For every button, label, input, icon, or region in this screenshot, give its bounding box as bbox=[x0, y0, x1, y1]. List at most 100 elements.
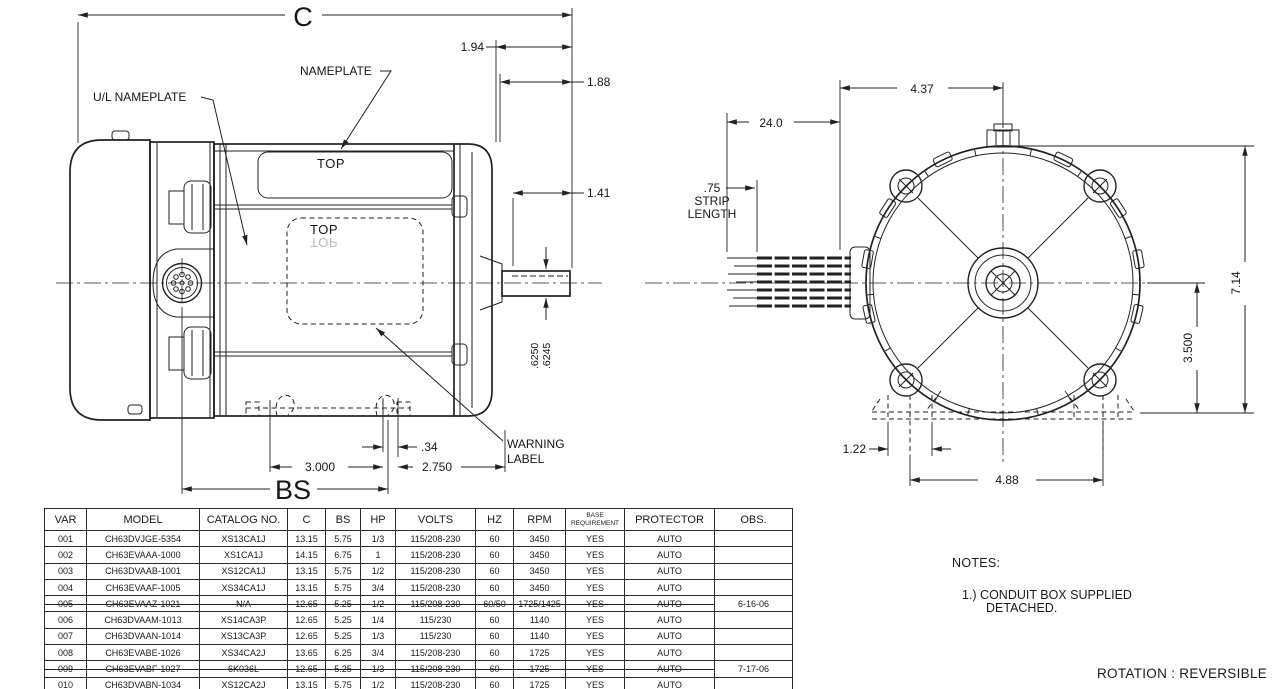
column-header: MODEL bbox=[86, 508, 200, 531]
table-cell: 5.75 bbox=[325, 578, 361, 597]
table-cell: 14.15 bbox=[287, 546, 326, 564]
table-cell: AUTO bbox=[624, 595, 715, 613]
table-cell: AUTO bbox=[624, 627, 715, 646]
table-cell: 008 bbox=[44, 644, 87, 662]
note-1-line1: 1.) CONDUIT BOX SUPPLIED bbox=[962, 588, 1132, 602]
rotation-note: ROTATION : REVERSIBLE bbox=[1097, 666, 1268, 681]
column-header: HP bbox=[360, 508, 396, 531]
table-cell: 13.15 bbox=[287, 578, 326, 597]
table-cell: CH63DVAAM-1013 bbox=[86, 611, 200, 629]
dim-1-94: 1.94 bbox=[461, 40, 485, 54]
column-header: CATALOG NO. bbox=[199, 508, 288, 531]
dim-0-34: .34 bbox=[421, 440, 438, 454]
table-cell: CH63DVAAN-1014 bbox=[86, 627, 200, 646]
table-cell: 010 bbox=[44, 676, 87, 689]
table-cell: 003 bbox=[44, 562, 87, 580]
table-cell: 115/208-230 bbox=[395, 578, 476, 597]
table-cell: YES bbox=[565, 595, 625, 613]
table-cell bbox=[714, 676, 793, 689]
table-cell: 009 bbox=[44, 660, 87, 678]
dim-c: C bbox=[293, 2, 313, 32]
nameplate-callout: NAMEPLATE bbox=[300, 64, 372, 78]
connector-plug bbox=[161, 258, 203, 308]
dim-3-000: 3.000 bbox=[305, 460, 335, 474]
dim-1-41: 1.41 bbox=[587, 186, 611, 200]
table-cell bbox=[714, 562, 793, 580]
table-cell: 1 bbox=[360, 546, 396, 564]
dim-3-500: 3.500 bbox=[1181, 333, 1195, 363]
column-header: VAR bbox=[44, 508, 87, 531]
table-cell: 60 bbox=[475, 546, 514, 564]
dim-1-88: 1.88 bbox=[587, 75, 611, 89]
column-header: BS bbox=[325, 508, 361, 531]
motor-face-outline bbox=[865, 145, 1141, 421]
table-cell: AUTO bbox=[624, 660, 715, 678]
table-cell: 7-17-06 bbox=[714, 660, 793, 678]
table-cell: 12.65 bbox=[287, 627, 326, 646]
table-cell: 5.75 bbox=[325, 529, 361, 548]
table-cell: 13.15 bbox=[287, 676, 326, 689]
table-cell: 1/4 bbox=[360, 611, 396, 629]
strip-label-line2: LENGTH bbox=[688, 207, 737, 221]
dim-strip-value: .75 bbox=[704, 181, 721, 195]
table-cell: AUTO bbox=[624, 546, 715, 564]
column-header: PROTECTOR bbox=[624, 508, 715, 531]
front-base bbox=[871, 390, 1135, 456]
table-cell bbox=[714, 627, 793, 646]
table-cell: 13.15 bbox=[287, 529, 326, 548]
note-1-line2: DETACHED. bbox=[986, 601, 1058, 615]
table-cell: 1/2 bbox=[360, 676, 396, 689]
table-cell: AUTO bbox=[624, 578, 715, 597]
table-cell: 60 bbox=[475, 611, 514, 629]
table-cell bbox=[714, 644, 793, 662]
table-cell: XS34CA2J bbox=[199, 644, 288, 662]
table-cell: XS12CA1J bbox=[199, 562, 288, 580]
table-cell: 1725 bbox=[513, 660, 566, 678]
table-cell: 6.25 bbox=[325, 644, 361, 662]
strip-label-line1: STRIP bbox=[694, 194, 729, 208]
table-cell: 6K036L bbox=[199, 660, 288, 678]
table-cell: 5.75 bbox=[325, 676, 361, 689]
warning-label-callout-line2: LABEL bbox=[507, 452, 545, 466]
column-header: BASE REQUIREMENT bbox=[565, 508, 625, 531]
table-cell: AUTO bbox=[624, 562, 715, 580]
table-cell: CH63EVAAZ-1021 bbox=[86, 595, 200, 613]
table-cell bbox=[714, 529, 793, 548]
lead-wires bbox=[727, 246, 871, 320]
table-cell: 60 bbox=[475, 562, 514, 580]
column-header: RPM bbox=[513, 508, 566, 531]
table-cell: 5.75 bbox=[325, 562, 361, 580]
table-cell: 5.25 bbox=[325, 660, 361, 678]
table-cell: 1140 bbox=[513, 627, 566, 646]
table-cell: 60 bbox=[475, 627, 514, 646]
column-header: OBS. bbox=[714, 508, 793, 531]
table-cell: YES bbox=[565, 627, 625, 646]
side-view: TOP TOP TOP C bbox=[56, 2, 611, 505]
table-cell: 1725 bbox=[513, 676, 566, 689]
table-cell: 12.65 bbox=[287, 660, 326, 678]
table-cell: 60 bbox=[475, 529, 514, 548]
table-cell: 004 bbox=[44, 578, 87, 597]
table-cell: 1/3 bbox=[360, 627, 396, 646]
table-cell: AUTO bbox=[624, 676, 715, 689]
table-cell: 60/50 bbox=[475, 595, 514, 613]
table-cell: YES bbox=[565, 529, 625, 548]
table-cell: 115/230 bbox=[395, 611, 476, 629]
table-cell: XS13CA1J bbox=[199, 529, 288, 548]
table-cell: CH63DVABN-1034 bbox=[86, 676, 200, 689]
table-cell: YES bbox=[565, 644, 625, 662]
table-cell: YES bbox=[565, 676, 625, 689]
top-band-label: TOP bbox=[317, 156, 345, 171]
table-cell: CH63EVAAF-1005 bbox=[86, 578, 200, 597]
table-cell: 115/208-230 bbox=[395, 562, 476, 580]
table-cell: 1725 bbox=[513, 644, 566, 662]
table-cell: YES bbox=[565, 546, 625, 564]
mounting-lugs bbox=[889, 169, 1117, 397]
motor-engineering-drawing: TOP TOP TOP C bbox=[56, 2, 1254, 505]
table-cell: CH63EVABE-1026 bbox=[86, 644, 200, 662]
